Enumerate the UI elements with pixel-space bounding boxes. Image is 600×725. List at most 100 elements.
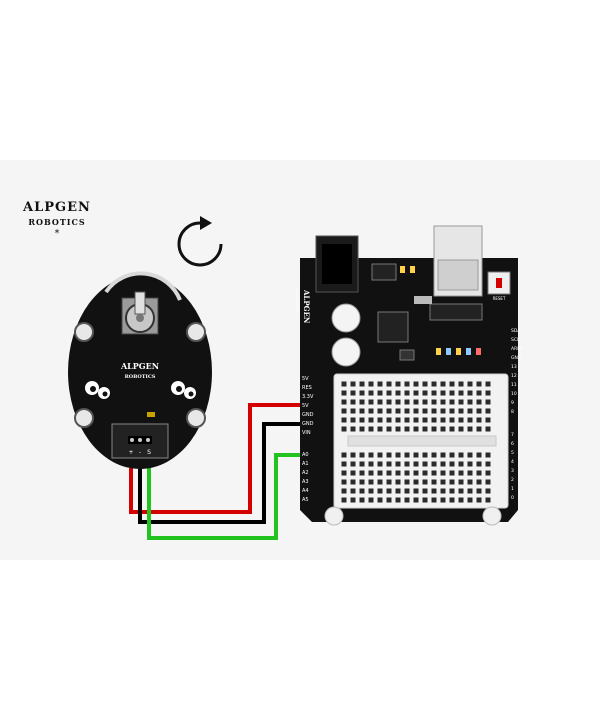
breadboard-hole: [395, 426, 401, 432]
breadboard-hole: [440, 381, 446, 387]
breadboard-hole: [422, 408, 428, 414]
breadboard-hole: [431, 399, 437, 405]
breadboard-hole: [422, 426, 428, 432]
module-pcb: [68, 275, 212, 469]
potentiometer-knob: [121, 291, 159, 335]
breadboard-hole: [395, 381, 401, 387]
breadboard-hole: [404, 497, 410, 503]
breadboard-hole: [386, 470, 392, 476]
breadboard-hole: [485, 497, 491, 503]
pin-label: 8: [511, 409, 514, 415]
breadboard-hole: [449, 488, 455, 494]
breadboard-hole: [449, 399, 455, 405]
breadboard-hole: [485, 417, 491, 423]
pin-label: A2: [302, 470, 309, 476]
breadboard-hole: [395, 470, 401, 476]
breadboard-hole: [350, 470, 356, 476]
mount-hole-bottom-right: [186, 408, 206, 428]
pin-label: 0: [511, 495, 514, 501]
pin-label: GND: [302, 412, 314, 418]
breadboard-hole: [476, 497, 482, 503]
breadboard-hole: [395, 452, 401, 458]
breadboard-hole: [413, 408, 419, 414]
breadboard-hole: [458, 399, 464, 405]
breadboard-hole: [377, 417, 383, 423]
breadboard-hole: [404, 399, 410, 405]
controller-board: RESET ALPGEN ROBOTICS 5V RES 3.3V 5V GND…: [295, 225, 523, 526]
breadboard-hole: [449, 497, 455, 503]
breadboard-hole: [341, 488, 347, 494]
breadboard-hole: [395, 399, 401, 405]
breadboard-hole: [467, 461, 473, 467]
capacitor-2: [331, 337, 361, 367]
breadboard-hole: [476, 470, 482, 476]
breadboard-hole: [476, 426, 482, 432]
pin-label: A5: [302, 497, 309, 503]
breadboard-hole: [485, 408, 491, 414]
pin-label: SCL: [511, 337, 520, 343]
breadboard-hole: [476, 479, 482, 485]
breadboard-hole: [350, 408, 356, 414]
pin-label: 3: [511, 468, 514, 474]
breadboard-hole: [476, 452, 482, 458]
breadboard-hole: [359, 417, 365, 423]
breadboard-hole: [368, 488, 374, 494]
crystal: [414, 296, 432, 304]
breadboard-hole: [341, 479, 347, 485]
breadboard-hole: [467, 390, 473, 396]
breadboard-hole: [467, 381, 473, 387]
board-brand-name: ALPGEN: [302, 289, 311, 324]
pin-label: GND: [511, 355, 522, 361]
breadboard-hole: [413, 390, 419, 396]
pin-label: RES: [302, 385, 312, 391]
breadboard-hole: [404, 470, 410, 476]
breadboard-hole: [404, 452, 410, 458]
breadboard-hole: [377, 426, 383, 432]
breadboard-hole: [431, 408, 437, 414]
breadboard-hole: [422, 381, 428, 387]
breadboard-hole: [395, 488, 401, 494]
breadboard-hole: [377, 488, 383, 494]
breadboard-hole: [413, 470, 419, 476]
breadboard-hole: [368, 417, 374, 423]
breadboard-hole: [395, 417, 401, 423]
breadboard-hole: [467, 479, 473, 485]
breadboard-hole: [359, 399, 365, 405]
pin-label: 5V: [302, 403, 309, 409]
breadboard-hole: [341, 452, 347, 458]
breadboard-hole: [386, 452, 392, 458]
pin-label: 1: [511, 486, 514, 492]
breadboard-hole: [359, 408, 365, 414]
breadboard-hole: [422, 390, 428, 396]
breadboard-hole: [386, 417, 392, 423]
breadboard-hole: [458, 390, 464, 396]
module-brand-name: ALPGEN: [120, 361, 159, 371]
breadboard-hole: [440, 417, 446, 423]
breadboard-hole: [368, 426, 374, 432]
pin-label: 11: [511, 382, 517, 388]
pin-label: 10: [511, 391, 517, 397]
board-brand-subtitle: ROBOTICS: [295, 290, 300, 313]
breadboard-hole: [431, 452, 437, 458]
breadboard-hole: [413, 479, 419, 485]
breadboard-hole: [467, 488, 473, 494]
breadboard-hole: [422, 417, 428, 423]
voltage-regulator: [371, 263, 397, 281]
ic-chip: [429, 303, 483, 321]
breadboard-hole: [377, 390, 383, 396]
breadboard-hole: [449, 408, 455, 414]
microcontroller-chip: [377, 311, 409, 343]
board-right-pin-labels: SDA SCL AREF GND 13 12 11 10 9 8 7 6 5 4…: [511, 328, 523, 501]
breadboard-hole: [404, 390, 410, 396]
breadboard-hole: [476, 381, 482, 387]
breadboard-hole: [350, 390, 356, 396]
breadboard-hole: [440, 399, 446, 405]
breadboard-hole: [485, 479, 491, 485]
module-capacitor: [147, 412, 155, 417]
breadboard-hole: [431, 381, 437, 387]
breadboard-hole: [368, 452, 374, 458]
breadboard-hole: [341, 426, 347, 432]
breadboard-hole: [485, 461, 491, 467]
pin-label: A3: [302, 479, 309, 485]
breadboard-hole: [440, 461, 446, 467]
